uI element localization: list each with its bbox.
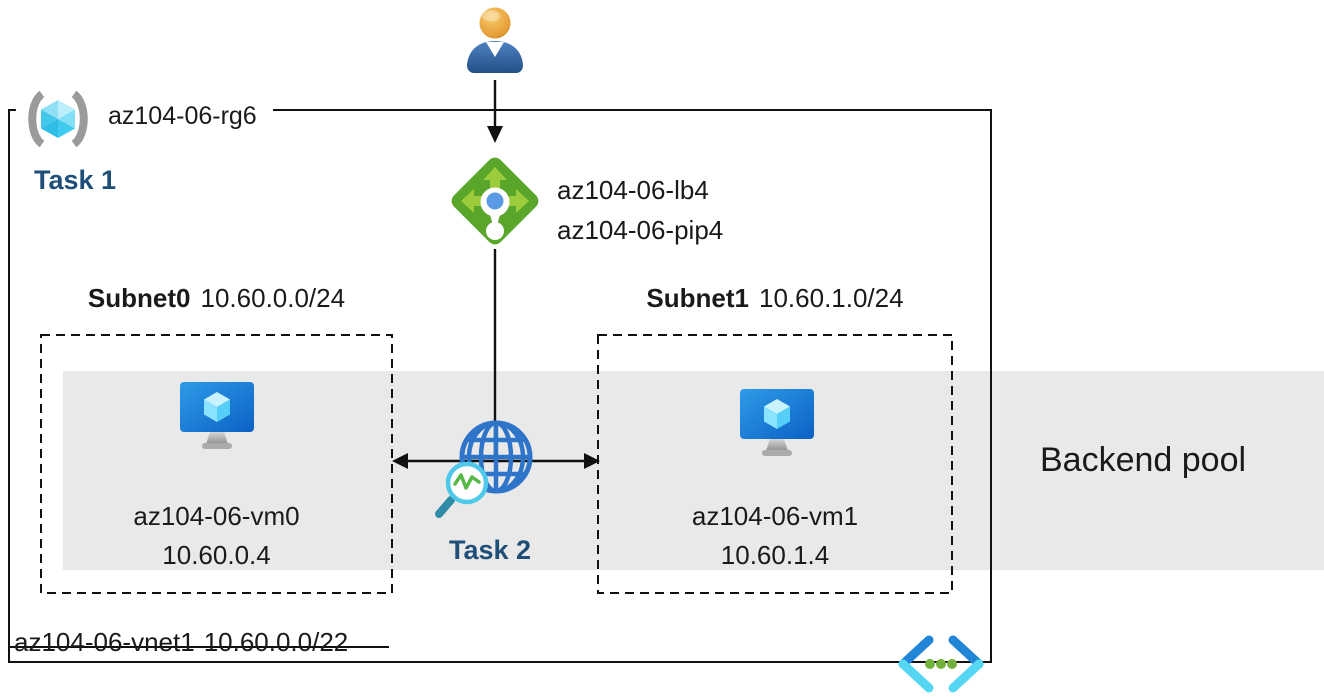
resource-group-name: az104-06-rg6 xyxy=(100,102,273,130)
load-balancer-icon xyxy=(451,157,539,245)
vm1-ip: 10.60.1.4 xyxy=(720,540,830,570)
vm0-icon xyxy=(180,382,254,449)
load-balancer-name: az104-06-lb4 xyxy=(557,175,709,205)
vnet-cidr: 10.60.0.0/22 xyxy=(203,627,349,657)
vm0-ip: 10.60.0.4 xyxy=(162,540,271,570)
vnet-label: az104-06-vnet1 10.60.0.0/22 xyxy=(14,627,348,658)
user-collar xyxy=(486,42,504,57)
vm-cube xyxy=(204,392,230,422)
globe-grid xyxy=(459,420,533,494)
subnet1-cidr: 10.60.1.0/24 xyxy=(759,283,904,313)
vnet-icon xyxy=(898,635,984,693)
task2-label: Task 2 xyxy=(448,535,532,565)
subnet1-label: Subnet1 10.60.1.0/24 xyxy=(598,283,952,314)
public-ip-name: az104-06-pip4 xyxy=(557,215,724,245)
vm0-label: az104-06-vm0 10.60.0.4 xyxy=(41,497,392,575)
vm-cube xyxy=(764,399,790,429)
resource-group-icon xyxy=(16,88,100,150)
vm1-label: az104-06-vm1 10.60.1.4 xyxy=(598,497,952,575)
network-monitor-globe-icon xyxy=(435,420,533,518)
user-icon xyxy=(467,7,523,73)
magnifier-handle xyxy=(435,496,455,518)
subnet0-cidr: 10.60.0.0/24 xyxy=(200,283,346,313)
subnet0-name: Subnet0 xyxy=(87,283,191,313)
backend-pool-label: Backend pool xyxy=(1040,441,1247,479)
vm1-icon xyxy=(740,389,814,456)
load-balancer-labels: az104-06-lb4 az104-06-pip4 xyxy=(557,170,723,250)
pulse-zigzag xyxy=(453,473,481,490)
resource-group-box xyxy=(8,109,992,663)
subnet0-label: Subnet0 10.60.0.0/24 xyxy=(41,283,392,314)
lb-arrows xyxy=(461,167,529,213)
lb-center-dot xyxy=(486,192,504,210)
vm0-name: az104-06-vm0 xyxy=(133,501,300,531)
rg-cube xyxy=(41,100,75,138)
task1-label: Task 1 xyxy=(34,165,117,195)
subnet1-name: Subnet1 xyxy=(646,283,749,313)
vm1-name: az104-06-vm1 xyxy=(691,501,859,531)
vnet-dots xyxy=(925,659,957,669)
vnet-name: az104-06-vnet1 xyxy=(14,627,195,657)
rg-brackets xyxy=(28,90,88,148)
